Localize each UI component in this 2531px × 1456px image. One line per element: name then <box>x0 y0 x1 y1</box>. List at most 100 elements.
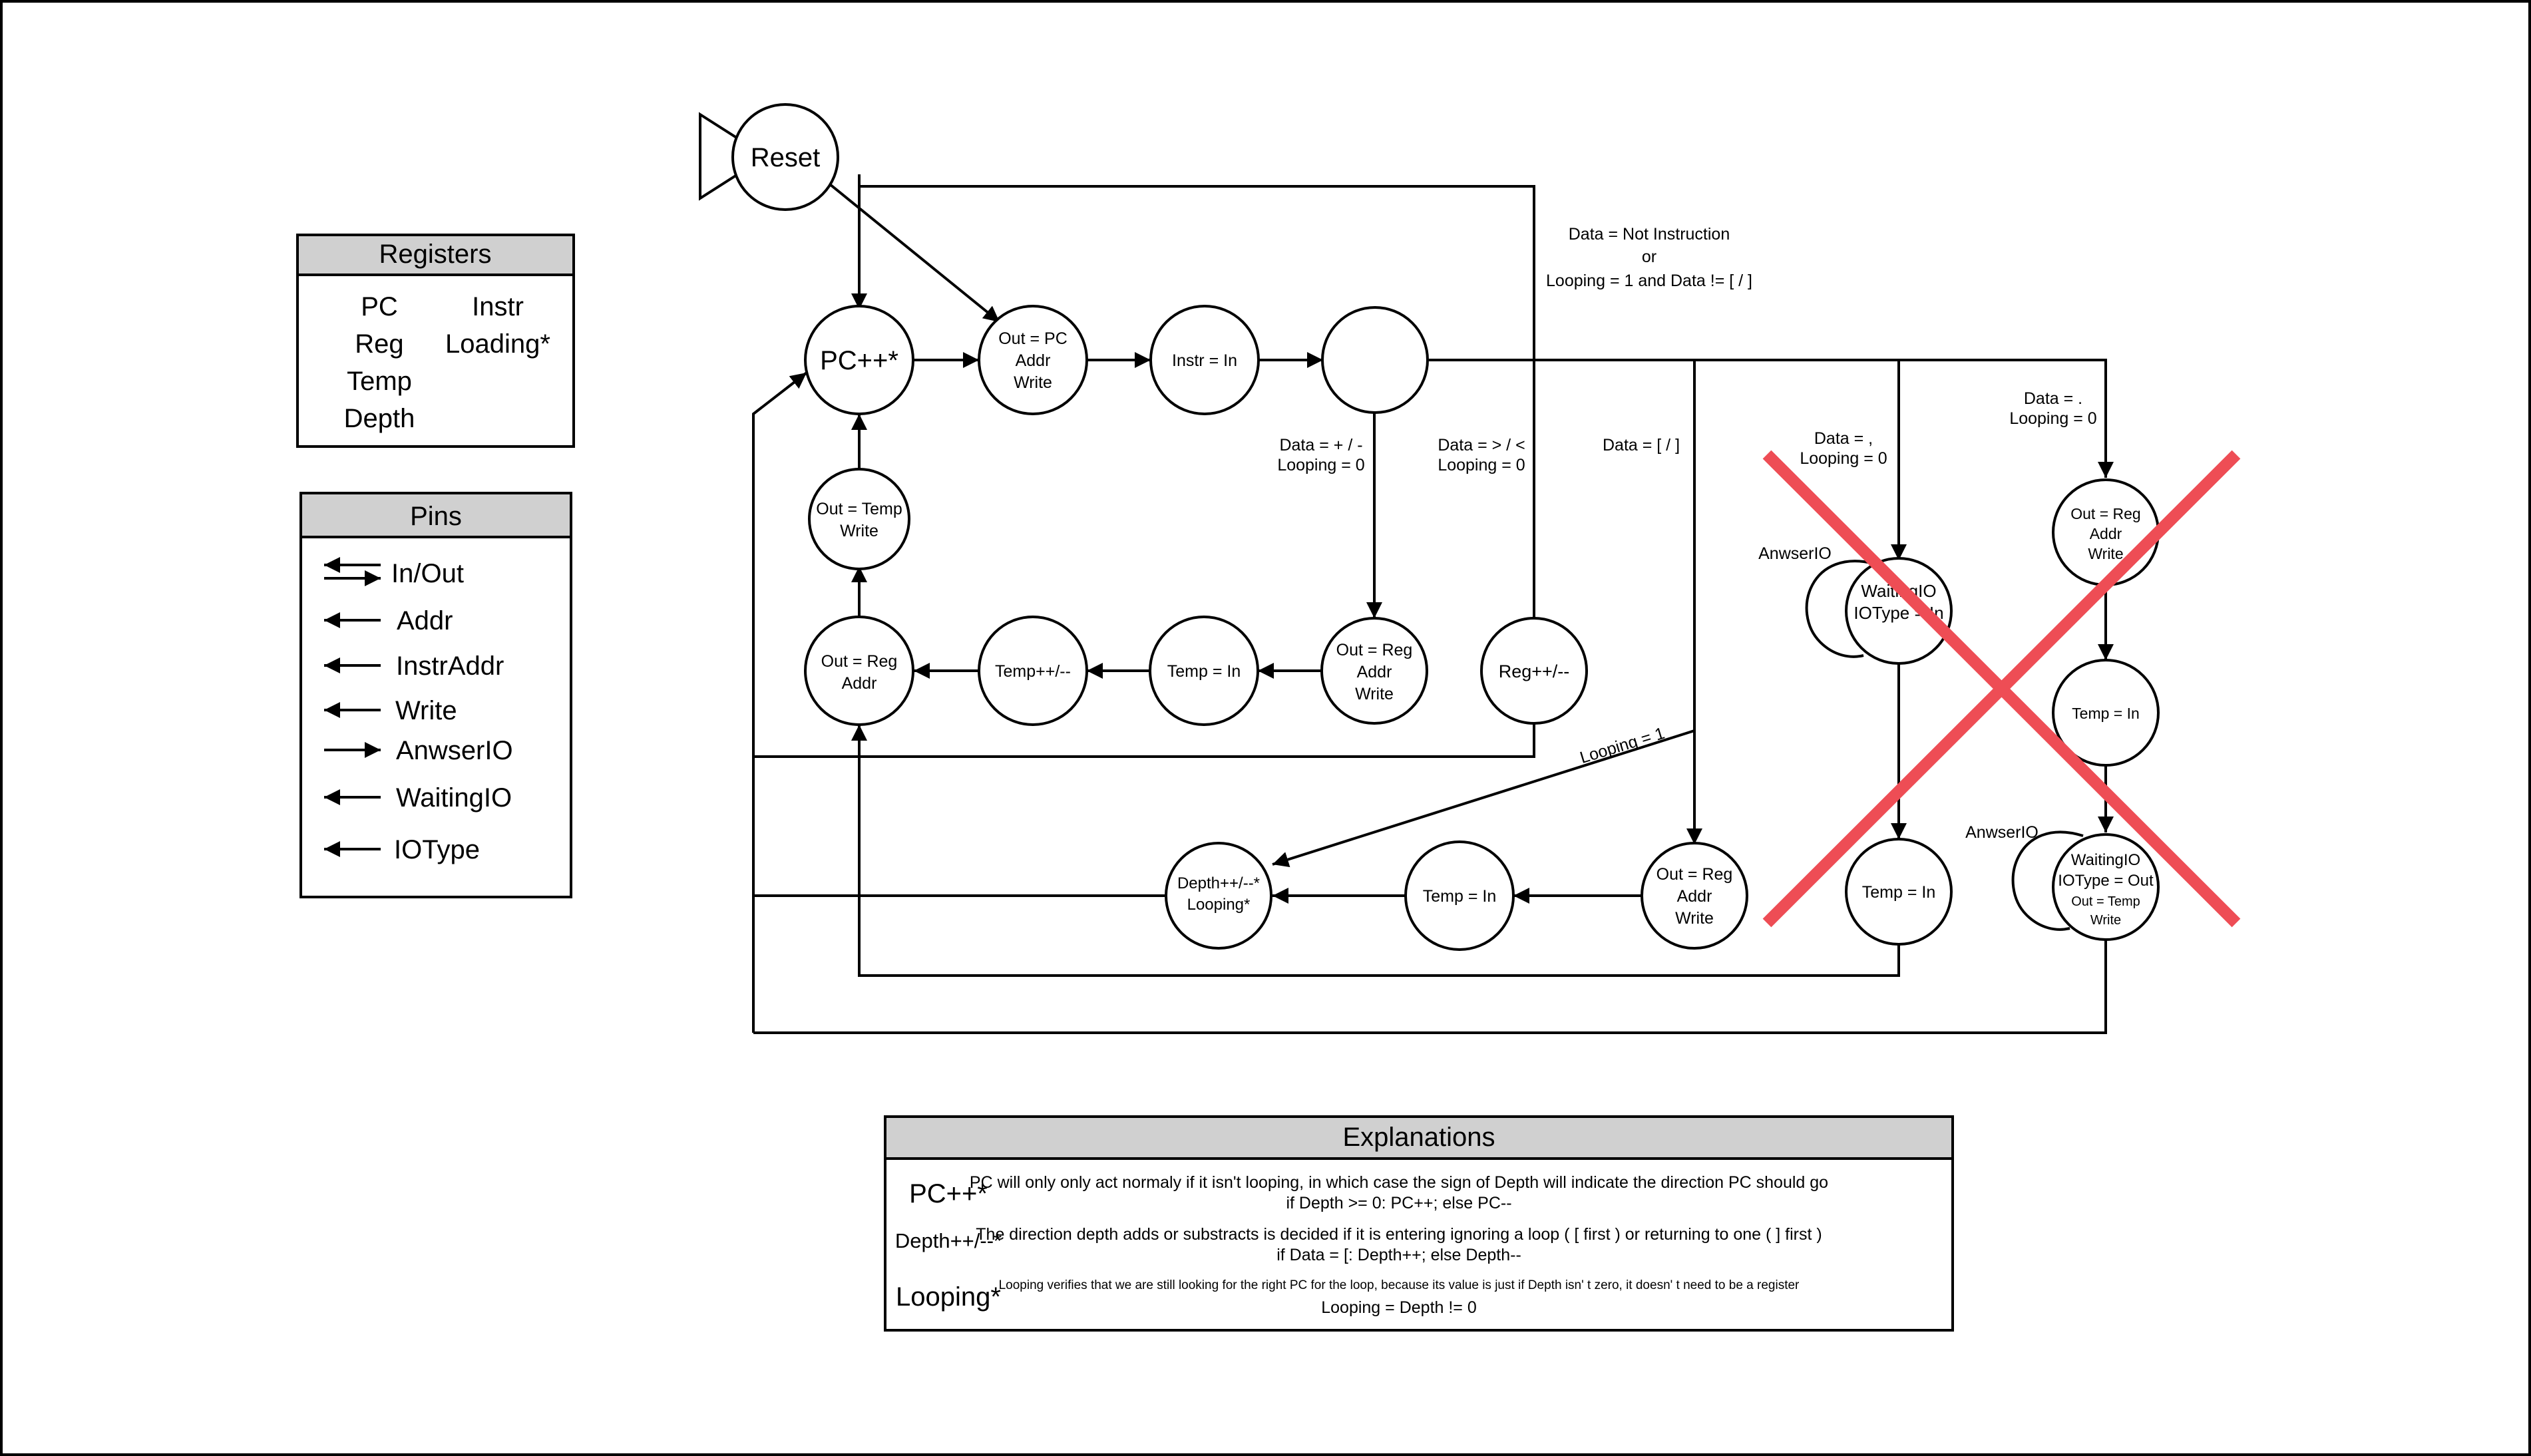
state-waiting-in <box>1845 557 1953 665</box>
explanation-term: Looping* <box>896 1282 1001 1312</box>
state-orw1-line: Addr <box>1357 663 1392 681</box>
state-pc <box>804 305 914 415</box>
state-temp-in-3 <box>1845 838 1953 946</box>
edge-label-answer-io-2: AnwserIO <box>1965 823 2039 842</box>
explanations-title: Explanations <box>1342 1123 1495 1152</box>
state-orw1-line: Out = Reg <box>1336 641 1413 659</box>
explanation-text: Looping verifies that we are still looki… <box>999 1278 1800 1292</box>
pin-row-waitingio: WaitingIO <box>324 783 512 813</box>
state-decode <box>1321 306 1429 414</box>
edge-waitout-return <box>753 940 2107 1034</box>
state-out-reg-addr <box>804 616 914 726</box>
state-temp-pm-label: Temp++/-- <box>995 662 1071 681</box>
state-pc-label: PC++* <box>820 346 898 375</box>
explanation-term: PC++* <box>909 1179 988 1208</box>
state-instr-label: Instr = In <box>1172 351 1237 370</box>
edge-label-looping-1: Looping = 1 <box>1578 724 1667 767</box>
edge-label-not-instruction: Looping = 1 and Data != [ / ] <box>1546 272 1752 290</box>
state-out-reg-addr-write-1 <box>1320 617 1428 725</box>
state-temp-in-3-label: Temp = In <box>1862 883 1935 902</box>
state-temp-in-4 <box>2052 659 2160 767</box>
state-fetch <box>978 305 1088 415</box>
registers-title: Registers <box>379 240 492 269</box>
edge-label-gt-lt: Data = > / < <box>1438 436 1525 455</box>
state-orw3-line: Out = Reg <box>2070 505 2140 522</box>
state-labels: Reset PC++* Out = PC Addr Write Instr = … <box>751 143 2154 928</box>
state-temp-write-line: Out = Temp <box>816 500 902 518</box>
explanation-term: Depth++/--* <box>895 1229 1002 1252</box>
state-waiting-out-line: WaitingIO <box>2071 851 2140 869</box>
state-depth-line: Depth++/--* <box>1177 874 1260 892</box>
pin-label: Write <box>395 696 457 725</box>
state-depth <box>1165 842 1272 950</box>
edge-label-comma: Data = , <box>1814 429 1873 448</box>
pin-row-iotype: IOType <box>324 835 480 864</box>
explanation-text: PC will only only act normaly if it isn'… <box>970 1173 1828 1192</box>
edge-regpm-return <box>753 723 1535 758</box>
pin-row-anwserio: AnwserIO <box>324 736 513 765</box>
explanation-text: Looping = Depth != 0 <box>1321 1298 1477 1317</box>
cross-stroke <box>1762 450 2241 928</box>
pin-row-instraddr: InstrAddr <box>324 651 504 681</box>
state-temp-write-line: Write <box>840 522 878 540</box>
state-temp-in-1-label: Temp = In <box>1167 662 1241 681</box>
edge-label-plus-minus: Data = + / - <box>1279 436 1362 455</box>
register-item: Depth <box>344 404 415 433</box>
state-orw1-line: Write <box>1355 685 1394 703</box>
state-out-reg-addr-line: Addr <box>842 674 877 693</box>
pin-row-write: Write <box>324 696 457 725</box>
explanations-legend: Explanations PC++* PC will only only act… <box>884 1115 1954 1332</box>
state-fetch-line: Out = PC <box>998 329 1068 348</box>
edge-label-dot: Data = . <box>2024 389 2082 408</box>
state-orw2-line: Write <box>1675 909 1714 928</box>
registers-legend: Registers PC Instr Reg Loading* Temp Dep… <box>296 234 575 448</box>
explanation-text: if Data = [: Depth++; else Depth-- <box>1276 1246 1521 1264</box>
edge-temp3-outreg <box>851 725 1900 977</box>
edge-label-dot: Looping = 0 <box>2009 409 2096 428</box>
state-fetch-line: Write <box>1014 373 1052 392</box>
edge-labels: Data = Not Instruction or Looping = 1 an… <box>1277 225 2096 842</box>
edge-label-comma: Looping = 0 <box>1800 449 1887 468</box>
edge-to-pc-top <box>851 185 1535 618</box>
register-item: Reg <box>355 329 403 359</box>
state-temp-in-1 <box>1149 616 1259 726</box>
edge-reset-fetch <box>829 183 1001 323</box>
state-temp-write <box>808 468 910 570</box>
edge-label-not-instruction: Data = Not Instruction <box>1569 225 1730 244</box>
pin-label: AnwserIO <box>396 736 513 765</box>
state-reset <box>731 103 839 211</box>
edge-self-loop-in <box>1805 560 1877 658</box>
pin-label: In/Out <box>391 559 464 588</box>
state-orw2-line: Out = Reg <box>1656 865 1733 884</box>
state-reset-label: Reset <box>751 143 821 172</box>
register-item: Temp <box>347 367 412 396</box>
state-reg-pm <box>1480 617 1588 725</box>
explanation-text: The direction depth adds or substracts i… <box>976 1225 1822 1244</box>
edge-label-answer-io-1: AnwserIO <box>1758 544 1832 563</box>
pin-label: Addr <box>397 606 453 636</box>
edge-self-loop-out <box>2011 830 2084 931</box>
pins-title: Pins <box>410 502 462 531</box>
edge-looping-1 <box>1272 729 1695 868</box>
state-depth-line: Looping* <box>1187 896 1251 914</box>
state-waiting-out-line: Out = Temp <box>2071 894 2140 909</box>
edge-label-gt-lt: Looping = 0 <box>1438 456 1525 474</box>
state-out-reg-addr-line: Out = Reg <box>821 652 898 671</box>
register-item: PC <box>361 292 398 321</box>
states <box>699 103 2160 951</box>
explanation-text: if Depth >= 0: PC++; else PC-- <box>1286 1194 1511 1212</box>
state-temp-in-2 <box>1404 840 1515 951</box>
state-temp-in-2-label: Temp = In <box>1423 887 1496 906</box>
state-temp-in-4-label: Temp = In <box>2072 705 2140 722</box>
state-orw3-line: Addr <box>2090 525 2122 542</box>
edge-label-not-instruction: or <box>1642 248 1656 266</box>
state-waiting-out <box>2052 833 2160 941</box>
edge-left-bus-pc <box>752 371 808 1033</box>
state-orw2-line: Addr <box>1677 887 1712 906</box>
state-reg-pm-label: Reg++/-- <box>1499 661 1570 681</box>
edges <box>752 174 2114 1034</box>
